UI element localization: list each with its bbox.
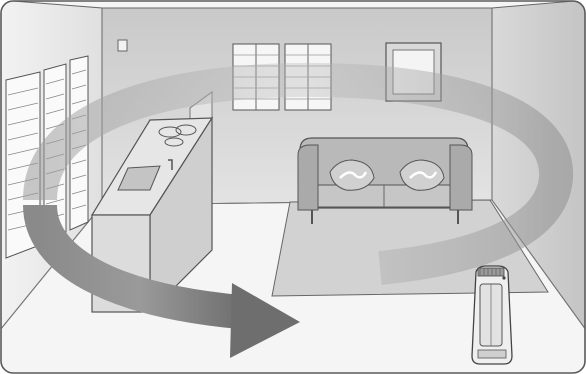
air-purifier-icon xyxy=(472,266,512,364)
light-switch-icon xyxy=(118,40,127,51)
